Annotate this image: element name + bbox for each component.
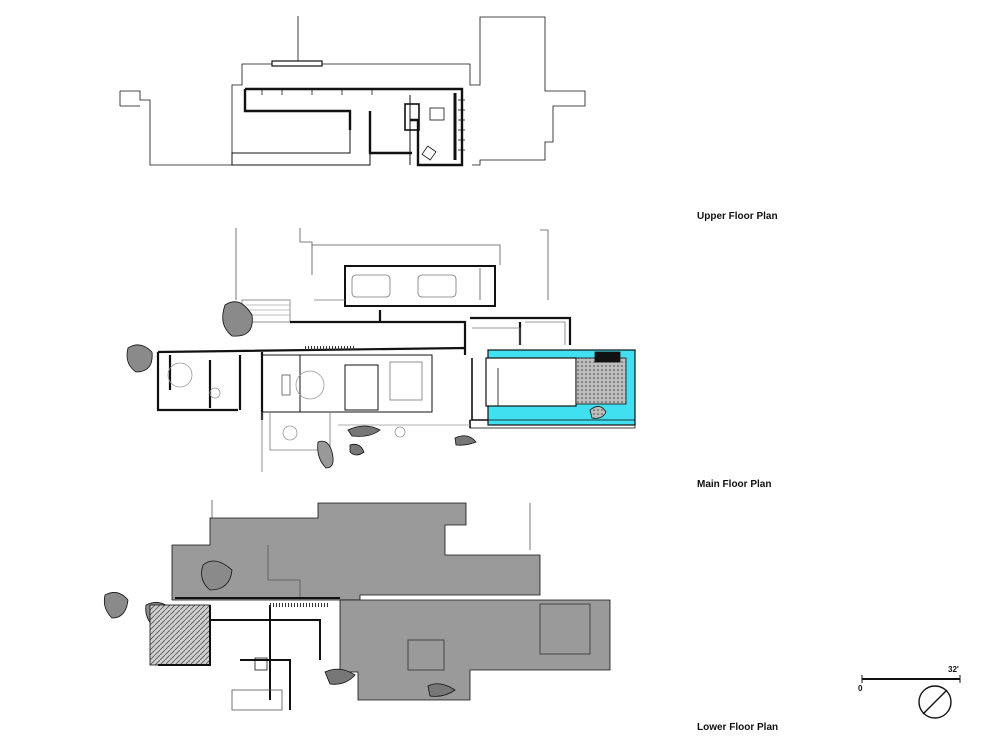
lower-floor-plan-label: Lower Floor Plan <box>697 722 779 733</box>
main-floor-plan <box>126 228 636 472</box>
boulder <box>317 440 334 469</box>
boulder <box>347 425 381 437</box>
upper-building-walls <box>243 87 464 167</box>
upper-site-outline <box>120 16 586 166</box>
boulder <box>324 668 356 685</box>
boulder <box>103 592 129 619</box>
scale-zero-label: 0 <box>858 684 863 693</box>
upper-floor-plan-label: Upper Floor Plan <box>697 211 778 222</box>
boulder <box>126 344 153 373</box>
boulder <box>454 435 477 446</box>
boulder <box>349 443 365 456</box>
scale-bar-icon <box>861 675 961 683</box>
unexcavated-area <box>339 599 611 701</box>
unexcavated-area <box>171 502 541 601</box>
boulder <box>222 301 253 337</box>
garage <box>344 265 496 307</box>
scale-max-label: 32' <box>948 665 959 674</box>
lower-floor-plan <box>103 500 611 711</box>
boulder <box>427 683 456 697</box>
north-arrow-icon <box>918 685 952 719</box>
main-floor-plan-label: Main Floor Plan <box>697 479 772 490</box>
main-floor-walls <box>156 310 572 420</box>
boulder <box>201 560 233 591</box>
upper-floor-plan <box>119 16 586 167</box>
